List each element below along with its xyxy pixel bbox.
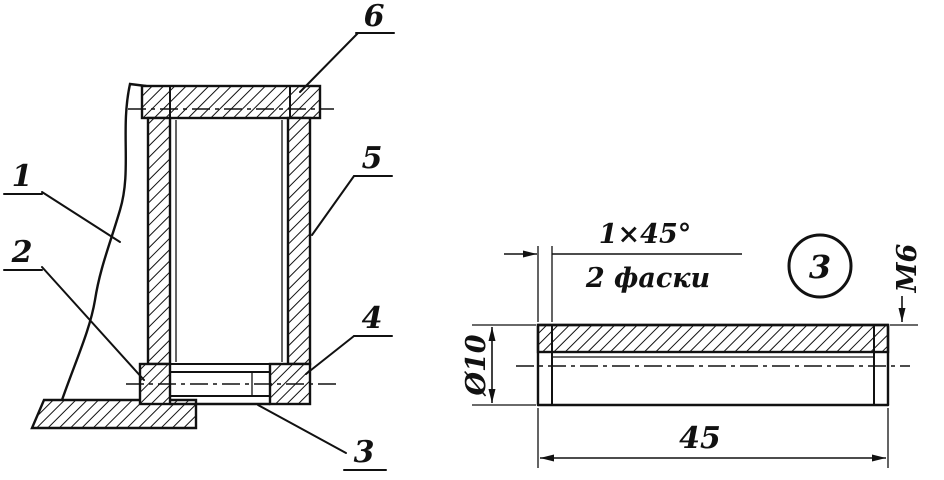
assembly-section-view: 1 2 3 4 5 6 [3,0,395,471]
callout-number-3: 3 [354,435,375,470]
bracket-wavy-break-line [60,82,148,402]
tube-wall-left-section [146,116,172,366]
callout-leader-5 [311,175,355,236]
thread-size-label: M6 [892,243,923,293]
chamfer-count-label: 2 фаски [585,263,710,294]
callout-number-6: 6 [364,0,385,34]
part-balloon-circle [787,233,853,299]
callout-number-5: 5 [362,141,383,176]
callout-leader-1 [41,191,121,243]
callout-leader-2 [41,266,145,381]
diameter-label: Ø10 [461,334,492,396]
callout-number-1: 1 [12,159,33,194]
callout-leader-6 [299,32,359,93]
part-balloon-number: 3 [809,248,831,286]
callout-leader-4 [305,335,355,375]
bushing-detail-view: 1×45° 2 фаски 3 M6 Ø10 45 [461,219,923,468]
tube-wall-right-section [286,116,312,366]
detail-wall-hatch [536,323,890,354]
chamfer-size-label: 1×45° [599,219,691,250]
callout-number-2: 2 [11,235,33,270]
end-cap-section [140,84,322,120]
length-label: 45 [679,421,721,456]
callout-leader-3 [257,404,347,454]
callout-number-4: 4 [362,301,383,336]
